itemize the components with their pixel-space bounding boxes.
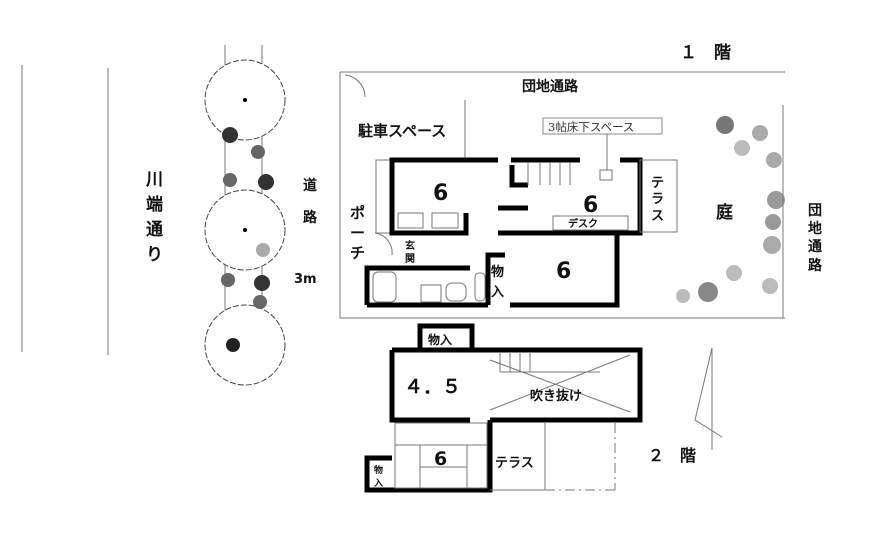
right-path-label: 団 地 通 路	[808, 203, 823, 274]
tree-icon	[204, 59, 286, 141]
storage-label: 物 入	[491, 264, 504, 300]
svg-text:関: 関	[405, 253, 415, 265]
svg-text:路: 路	[808, 257, 823, 274]
desk-label: デスク	[568, 217, 598, 230]
svg-text:玄: 玄	[405, 239, 415, 252]
svg-text:ー: ー	[350, 224, 365, 242]
underfloor-box	[542, 117, 663, 135]
svg-text:ス: ス	[651, 209, 664, 224]
svg-text:チ: チ	[350, 244, 365, 262]
svg-text:地: 地	[808, 220, 822, 237]
svg-text:テ: テ	[651, 176, 664, 191]
svg-text:入: 入	[373, 478, 383, 489]
underfloor-label: 3帖床下スペース	[548, 120, 634, 134]
parking-label: 駐車スペース	[358, 122, 446, 140]
terrace-label: テラス	[495, 456, 534, 471]
shrub-icon	[221, 116, 785, 309]
tree-icon	[204, 304, 286, 386]
tree-icon	[204, 189, 286, 271]
garden-label: 庭	[716, 202, 733, 223]
room-label: 6	[583, 193, 598, 218]
svg-text:通: 通	[146, 220, 163, 240]
room-label: ４．５	[404, 376, 461, 398]
top-path-label: 団地通路	[522, 78, 579, 95]
svg-text:通: 通	[808, 239, 822, 255]
svg-text:路: 路	[303, 209, 318, 226]
atrium-label: 吹き抜け	[530, 388, 582, 404]
svg-text:端: 端	[146, 194, 163, 215]
storage-label: 物入	[428, 332, 452, 347]
street-name-label: 川 端 通 り	[145, 170, 163, 265]
floor2-title: ２ 階	[648, 446, 696, 465]
room-label: 6	[556, 259, 571, 284]
svg-text:ポ: ポ	[350, 204, 365, 222]
room-label: 6	[433, 181, 448, 206]
road-label: 道 路	[303, 177, 318, 226]
terrace-label: テ ラ ス	[651, 176, 664, 224]
lot-boundary	[339, 71, 785, 319]
svg-text:道: 道	[303, 177, 317, 194]
floor2-walls	[364, 323, 723, 493]
svg-text:団: 団	[808, 203, 822, 219]
entrance-label: 玄 関	[405, 239, 415, 265]
road-width-label: 3m	[294, 272, 317, 287]
porch-label: ポ ー チ	[350, 204, 365, 262]
svg-text:物: 物	[374, 464, 383, 476]
floor1-walls	[364, 133, 678, 308]
svg-text:川: 川	[145, 170, 163, 190]
svg-text:物: 物	[491, 264, 504, 280]
svg-text:入: 入	[491, 285, 504, 300]
storage-label: 物 入	[373, 464, 383, 489]
floor1-title: １ 階	[680, 43, 731, 63]
room-label: 6	[434, 448, 447, 470]
svg-text:り: り	[146, 245, 163, 265]
svg-text:ラ: ラ	[651, 192, 664, 207]
